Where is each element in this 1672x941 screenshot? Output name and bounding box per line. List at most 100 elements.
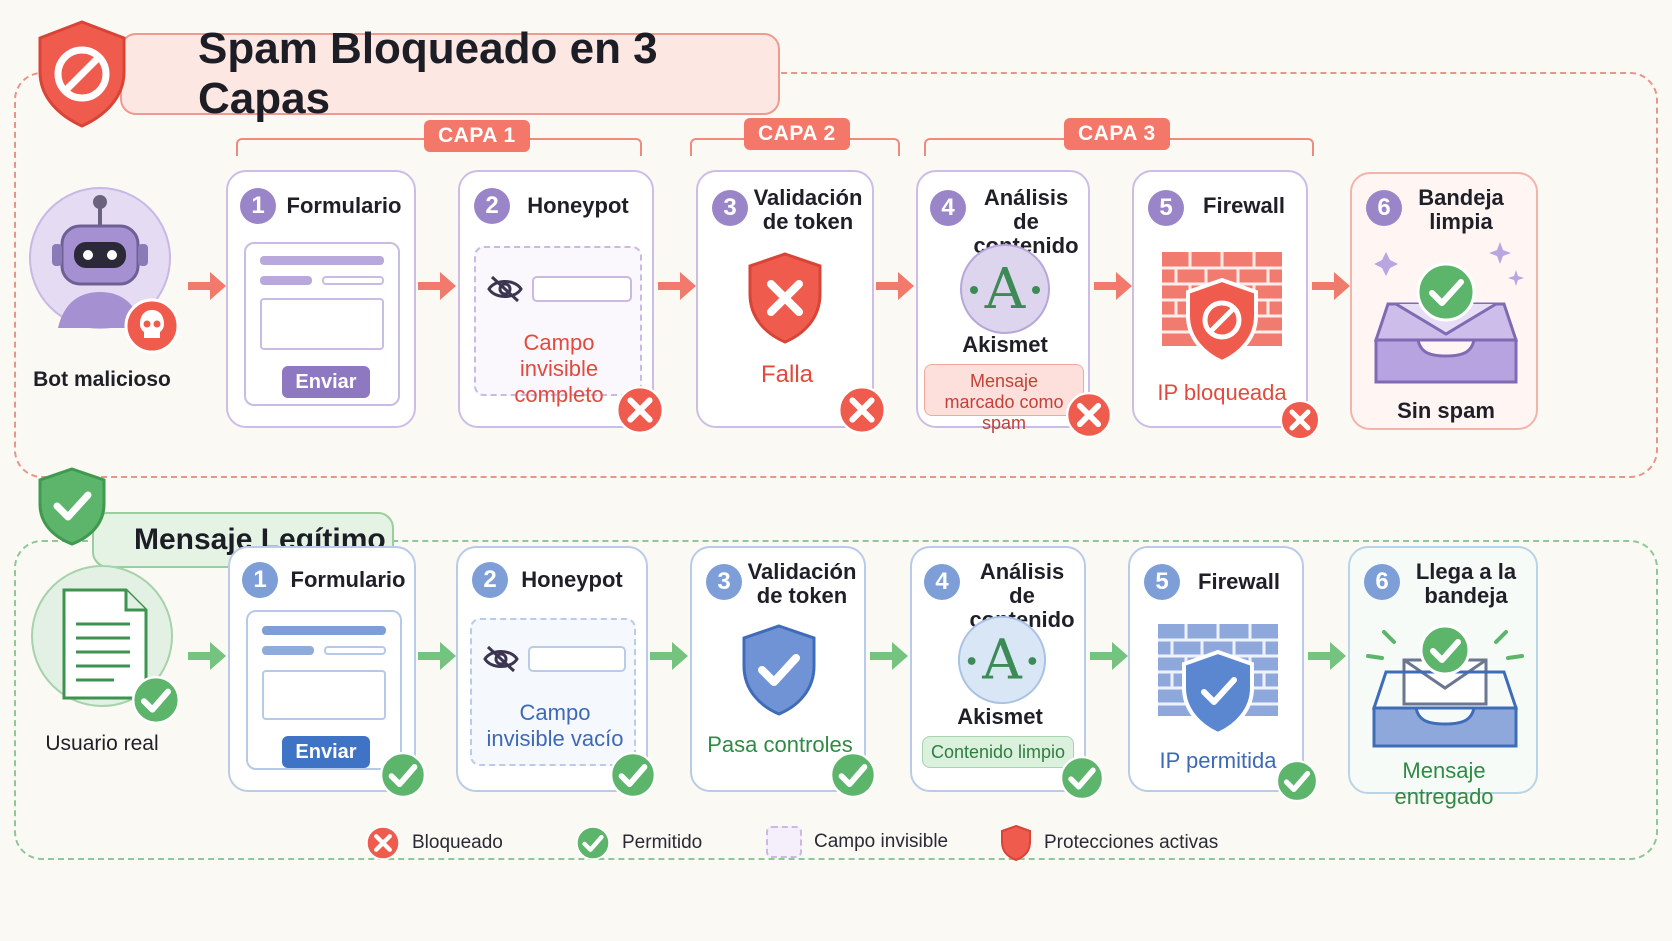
akismet-logo-icon: A [960,244,1050,334]
step-number: 3 [712,190,748,226]
legit-card-formulario: 1 Formulario Enviar [228,546,416,792]
akismet-label: Akismet [957,704,1043,729]
svg-text:A: A [981,628,1023,692]
step-title: Validación de token [747,559,857,608]
step-number: 1 [242,562,278,598]
check-shield-icon [38,467,106,546]
block-shield-icon [38,20,126,128]
legend-label: Protecciones activas [1044,832,1219,853]
step-number: 2 [472,562,508,598]
allowed-badge-icon [1276,760,1318,802]
spam-card-honeypot: 2 Honeypot Campo invisible completo [458,170,654,428]
step-title: Honeypot [527,193,629,218]
shield-legend-icon [1001,824,1031,862]
step-title: Validación de token [753,185,863,234]
firewall-allow-icon [1158,624,1278,737]
eye-off-icon [487,275,523,303]
svg-text:A: A [984,257,1026,322]
legend-active: Protecciones activas [1000,824,1218,862]
shield-x-icon [748,252,822,344]
legit-card-firewall: 5 Firewall IP permitida [1128,546,1304,792]
allowed-badge-icon [380,752,426,798]
hidden-field-box: Campo invisible completo [474,246,642,407]
clean-inbox-icon [1373,242,1524,384]
flow-arrow [650,642,688,670]
flow-arrow [658,272,696,300]
step-number: 6 [1366,190,1402,226]
flow-arrow [1094,272,1132,300]
step-title: Bandeja limpia [1418,185,1504,234]
step-caption: Mensaje entregado [1394,758,1494,809]
eye-off-icon [483,645,519,673]
spam-section-title: Spam Bloqueado en 3 Capas [198,24,658,123]
allowed-badge-icon [132,676,180,724]
step-number: 2 [474,188,510,224]
flow-arrow [876,272,914,300]
spam-flag-pill: Mensaje marcado como spam [924,364,1084,433]
blocked-badge-icon [1066,392,1112,438]
spam-card-formulario: 1 Formulario Enviar [226,170,416,428]
allowed-badge-icon [830,752,876,798]
step-number: 4 [924,564,960,600]
spam-card-analisis: 4 Análisis de contenido A Akismet Mensaj… [916,170,1090,433]
step-number: 1 [240,188,276,224]
legit-card-bandeja: 6 Llega a la bandeja Mensaje entregado [1348,546,1538,809]
step-number: 3 [706,564,742,600]
step-title: Honeypot [521,567,623,592]
flow-arrow [188,272,226,300]
step-number: 6 [1364,564,1400,600]
spam-card-firewall: 5 Firewall IP bloqueada [1132,170,1308,428]
clean-content-pill: Contenido limpio [922,736,1074,768]
hidden-field-legend-icon [766,826,802,858]
capa-3-tag: CAPA 3 [1064,118,1170,150]
blocked-badge-icon [1280,400,1320,440]
legend-hidden-field: Campo invisible [766,826,948,858]
step-caption: Campo invisible vacío [486,700,624,751]
legit-section-frame [14,540,1658,860]
step-title: Llega a la bandeja [1415,559,1517,608]
spam-section-frame [14,72,1658,478]
legend-label: Bloqueado [412,832,503,853]
legit-card-analisis: 4 Análisis de contenido A Akismet Conten… [910,546,1086,792]
step-number: 4 [930,190,966,226]
flow-arrow [870,642,908,670]
capa-1-tag: CAPA 1 [424,120,530,152]
blocked-badge-icon [616,386,664,434]
allowed-badge-icon [610,752,656,798]
step-title: Firewall [1198,569,1280,594]
akismet-logo-icon: A [957,615,1047,705]
legend-blocked: Bloqueado [366,826,503,860]
step-caption: IP permitida [1159,748,1277,773]
step-title: Firewall [1203,193,1285,218]
form-mockup: Enviar [244,242,400,406]
bot-avatar-icon [29,187,171,329]
flow-arrow [418,272,456,300]
spam-title-banner: Spam Bloqueado en 3 Capas [120,24,780,123]
hidden-field-box: Campo invisible vacío [470,618,636,766]
legit-card-honeypot: 2 Honeypot Campo invisible vacío [456,546,648,792]
step-caption: IP bloqueada [1157,380,1287,405]
enviar-button[interactable]: Enviar [282,366,370,398]
shield-check-icon [742,624,816,716]
firewall-block-icon [1162,252,1282,365]
flow-arrow [1312,272,1350,300]
skull-badge-icon [124,298,180,354]
document-avatar-icon [31,565,173,707]
step-number: 5 [1144,564,1180,600]
flow-arrow [188,642,226,670]
step-title: Formulario [290,567,406,592]
step-caption: Campo invisible completo [514,330,604,407]
capa-2-tag: CAPA 2 [744,118,850,150]
bot-label: Bot malicioso [33,368,171,391]
step-caption: Pasa controles [707,732,853,757]
step-title: Formulario [286,193,402,218]
flow-arrow [418,642,456,670]
step-number: 5 [1148,190,1184,226]
blocked-legend-icon [366,826,400,860]
legend-label: Campo invisible [814,831,949,852]
enviar-button[interactable]: Enviar [282,736,370,768]
step-title: Análisis de contenido [969,559,1075,632]
spam-card-token: 3 Validación de token Falla [696,170,874,428]
delivered-inbox-icon [1366,624,1524,748]
allowed-legend-icon [576,826,610,860]
